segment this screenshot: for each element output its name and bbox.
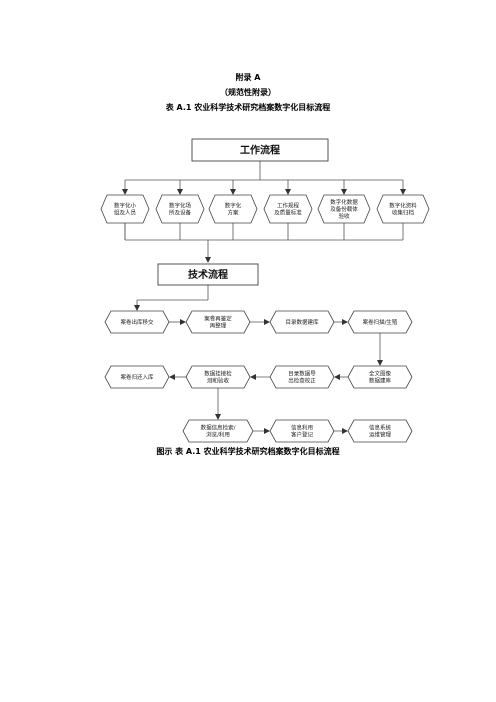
work-item-5-shape bbox=[317, 194, 371, 224]
work-item-3-line: 方案 bbox=[227, 208, 239, 216]
tech-step-r1-4-shape bbox=[347, 310, 413, 334]
tech-step-r2-4-shape bbox=[347, 365, 413, 389]
work-flow-title-label: 工作流程 bbox=[240, 144, 280, 157]
work-item-1-shape bbox=[100, 194, 150, 224]
tech-step-r3-2-line: 信息利用 bbox=[291, 423, 313, 431]
tech-step-r2-2-line: 数据挂接检 bbox=[204, 369, 232, 377]
work-item-5-line: 及备份载体 bbox=[330, 205, 358, 213]
tech-step-r3-2-shape bbox=[269, 419, 335, 443]
tech-step-r3-1-line: 数据信息检索/ bbox=[201, 423, 236, 431]
tech-step-r3-1-line: 浏览/利用 bbox=[206, 430, 230, 438]
tech-flow-title-box bbox=[157, 263, 259, 286]
appendix-note: （规范性附录） bbox=[220, 88, 276, 97]
work-item-2-shape bbox=[155, 194, 205, 224]
work-item-3-line: 数字化 bbox=[225, 201, 242, 209]
appendix-title: 附录 A bbox=[235, 73, 261, 82]
work-item-4-shape bbox=[263, 194, 313, 224]
tech-step-r1-2-line: 案卷再鉴定 bbox=[204, 314, 232, 322]
work-item-4-line: 及质量标准 bbox=[274, 208, 302, 216]
tech-step-r3-1: 数据信息检索/浏览/利用 bbox=[182, 419, 254, 443]
tech-step-r2-4-line: 数据建库 bbox=[369, 376, 392, 384]
work-item-4-line: 工作规程 bbox=[277, 201, 300, 209]
tech-step-r1-2-shape bbox=[185, 310, 251, 334]
tech-step-r3-3-shape bbox=[347, 419, 413, 443]
tech-step-r1-3: 目录数据建库 bbox=[269, 310, 335, 334]
figure-caption: 图示 表 A.1 农业科学技术研究档案数字化目标流程 bbox=[156, 447, 340, 456]
tech-step-r3-2-line: 客户登记 bbox=[291, 430, 314, 438]
tech-step-r2-1-shape bbox=[104, 365, 170, 389]
tech-step-r1-4-line: 案卷扫描/生殖 bbox=[363, 318, 398, 326]
tech-step-r1-2-line: 再整理 bbox=[210, 321, 227, 329]
tech-step-r1-3-shape bbox=[269, 310, 335, 334]
tech-step-r1-1-line: 案卷出库移交 bbox=[120, 318, 154, 326]
work-item-6-line: 数字化资料 bbox=[389, 201, 417, 209]
work-item-1-line: 数字化小 bbox=[114, 201, 137, 209]
tech-step-r1-1: 案卷出库移交 bbox=[104, 310, 170, 334]
tech-step-r1-3-line: 目录数据建库 bbox=[285, 318, 319, 326]
tech-step-r2-2-line: 测和验收 bbox=[207, 376, 230, 384]
work-flow-title-box bbox=[191, 138, 329, 162]
tech-step-r1-1-shape bbox=[104, 310, 170, 334]
tech-step-r2-3-line: 目录数据导 bbox=[288, 369, 316, 377]
work-item-2-line: 数字化场 bbox=[169, 201, 192, 209]
tech-step-r2-4-line: 全文图像 bbox=[369, 369, 392, 377]
tech-step-r2-1: 案卷归还入库 bbox=[104, 365, 170, 389]
work-item-2-line: 所及设备 bbox=[169, 208, 192, 216]
tech-step-r3-3-line: 信息系统 bbox=[369, 423, 392, 431]
work-item-6-line: 收集归档 bbox=[392, 208, 415, 216]
work-item-5-line: 验收 bbox=[338, 212, 350, 220]
tech-step-r2-3-shape bbox=[269, 365, 335, 389]
work-item-3-shape bbox=[208, 194, 258, 224]
tech-flow-title: 技术流程 bbox=[157, 263, 259, 286]
work-flow-title: 工作流程 bbox=[191, 138, 329, 162]
tech-step-r3-1-shape bbox=[182, 419, 254, 443]
tech-step-r3-3-line: 运维管理 bbox=[369, 430, 392, 438]
tech-step-r2-2-shape bbox=[185, 365, 251, 389]
work-item-1-line: 组及人员 bbox=[114, 208, 137, 216]
tech-step-r2-3-line: 出检查校正 bbox=[288, 376, 316, 384]
tech-flow-title-label: 技术流程 bbox=[188, 268, 228, 281]
work-item-5-line: 数字化数据 bbox=[330, 198, 358, 206]
table-title: 表 A.1 农业科学技术研究档案数字化目标流程 bbox=[165, 103, 331, 112]
work-item-6-shape bbox=[376, 194, 430, 224]
tech-step-r2-1-line: 案卷归还入库 bbox=[120, 373, 154, 381]
tech-step-r1-4: 案卷扫描/生殖 bbox=[347, 310, 413, 334]
